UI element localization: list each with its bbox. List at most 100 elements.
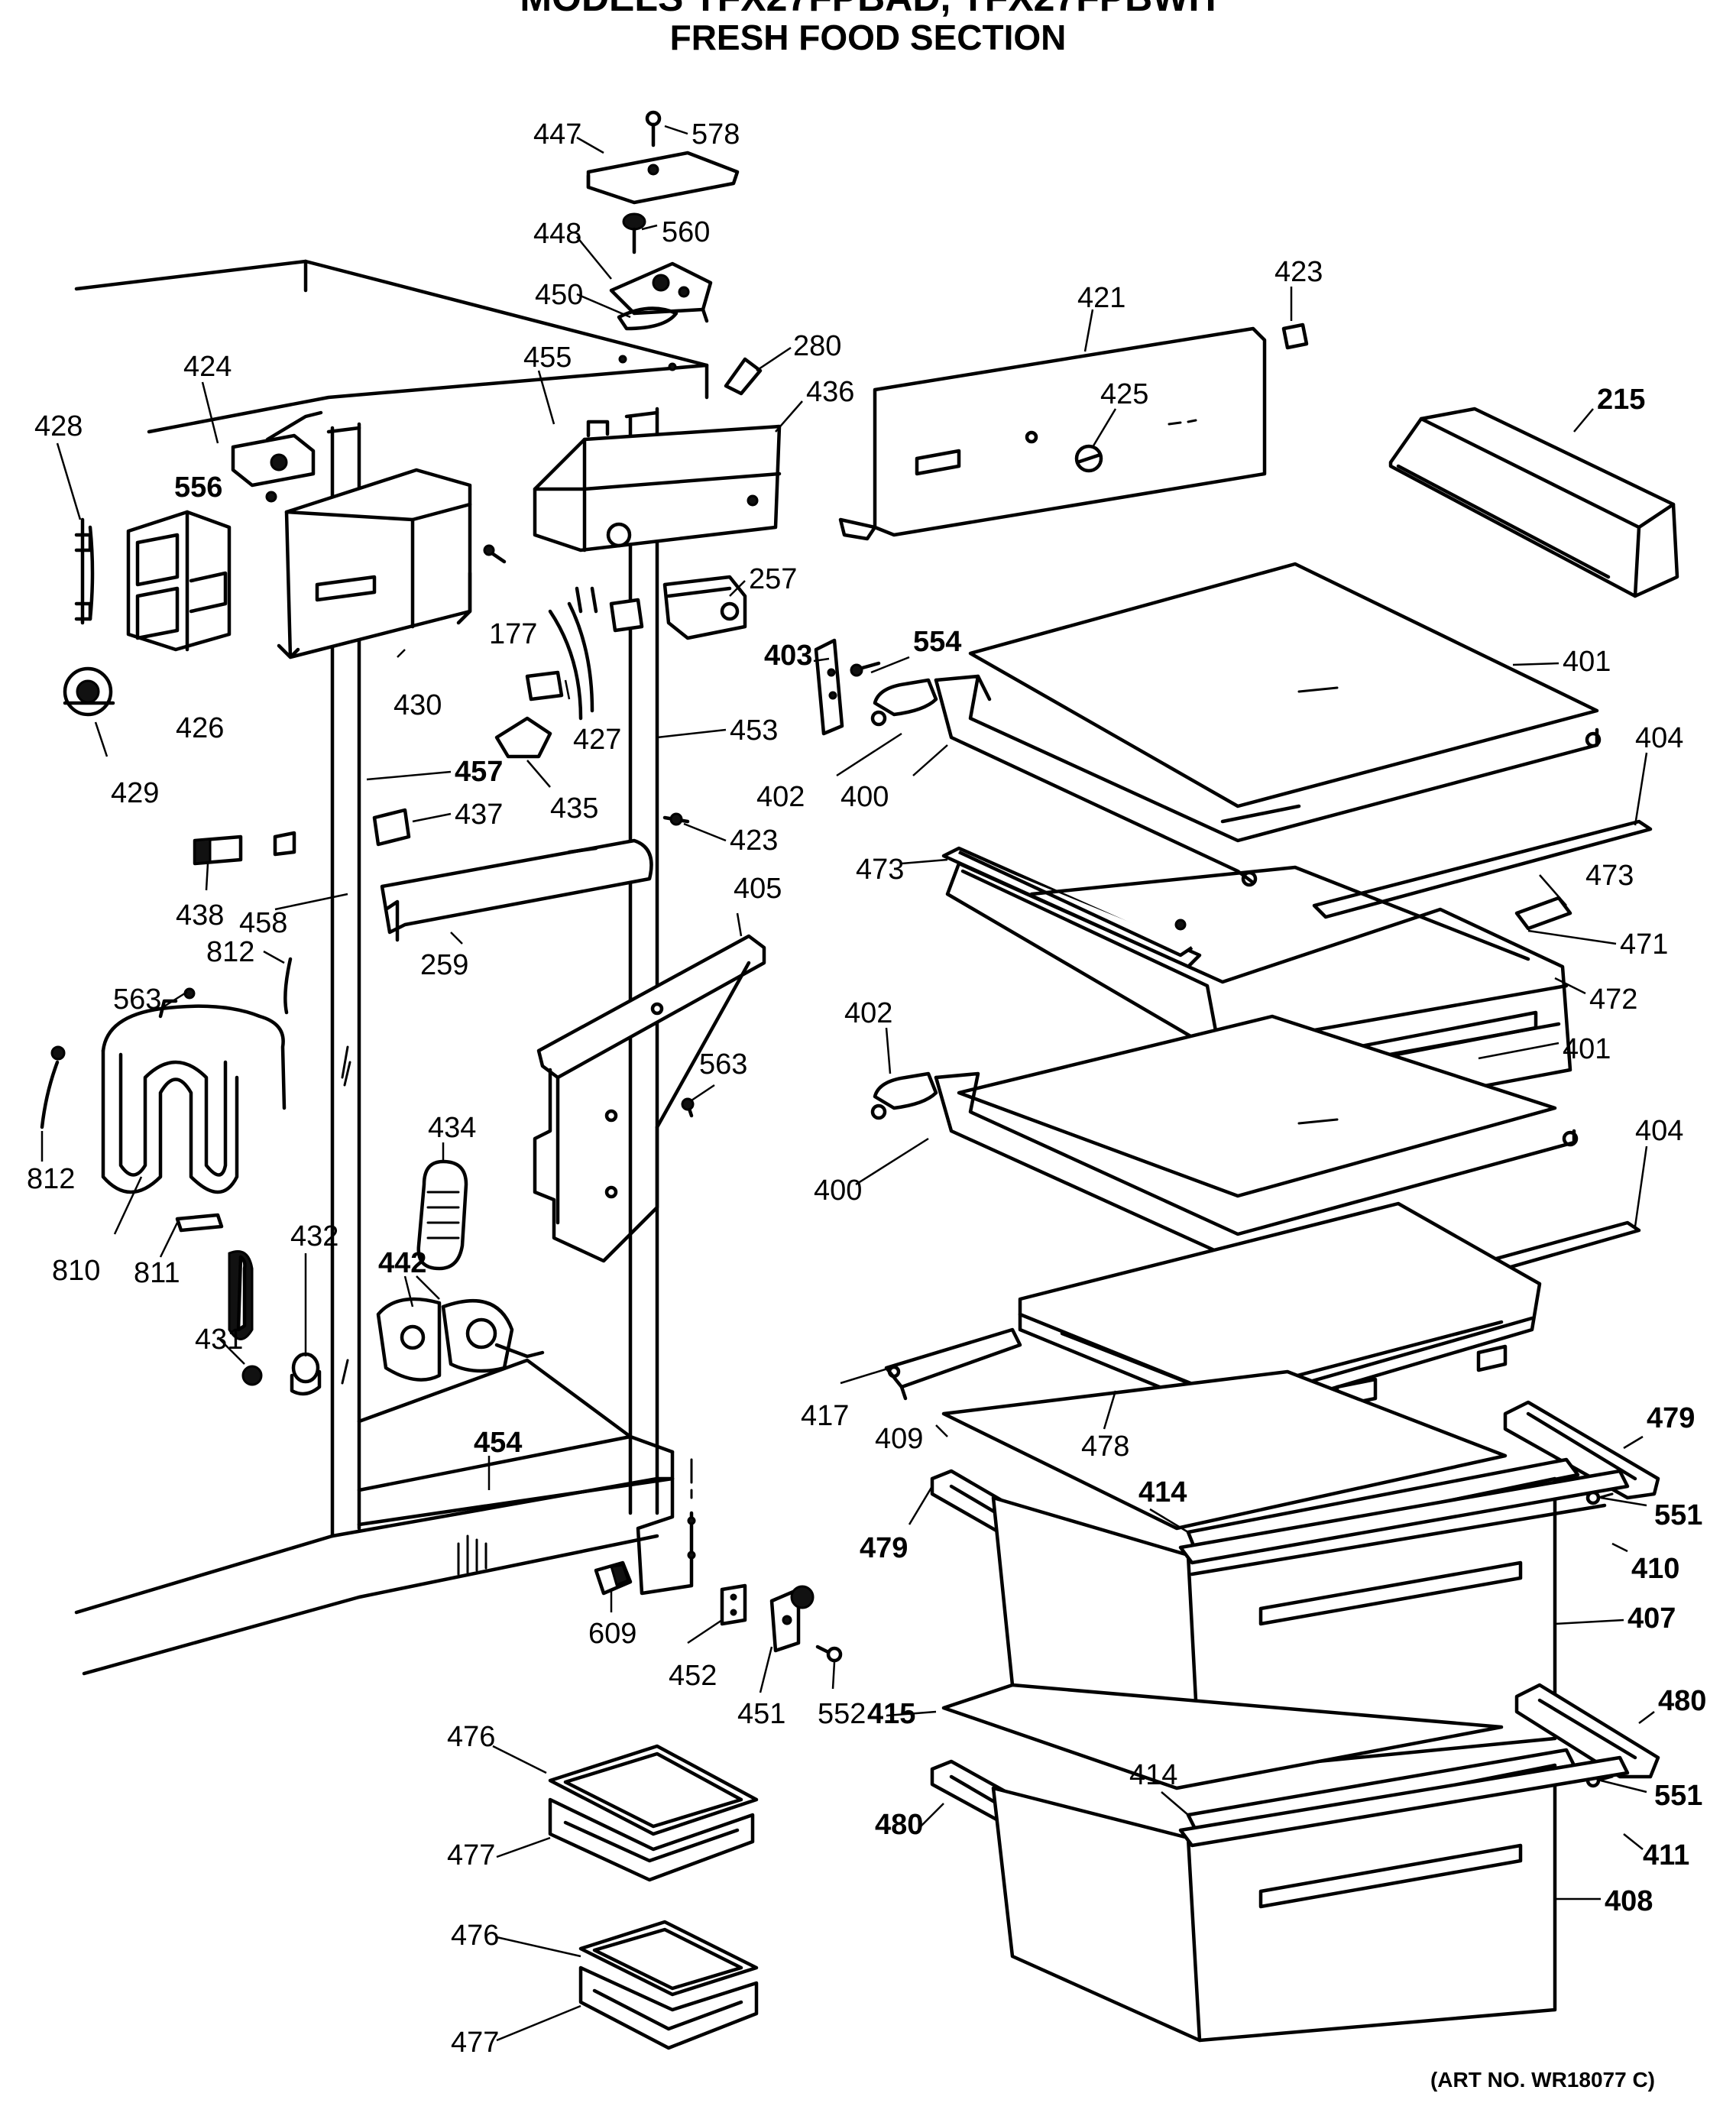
part-404-trim-upper	[1312, 819, 1653, 919]
callout-457: 457	[455, 756, 503, 788]
callout-409: 409	[875, 1423, 923, 1455]
part-451-hinge	[769, 1585, 815, 1653]
part-432-bushing	[290, 1352, 322, 1396]
callout-452: 452	[669, 1660, 717, 1692]
part-452-plate	[720, 1583, 747, 1626]
callout-451: 451	[737, 1698, 785, 1730]
callout-478: 478	[1081, 1431, 1129, 1463]
callout-554: 554	[913, 626, 961, 658]
callout-473-left: 473	[856, 854, 904, 886]
part-431-grommet	[228, 1250, 263, 1386]
callout-411: 411	[1643, 1839, 1689, 1871]
callout-552: 552	[818, 1698, 866, 1730]
part-280-clip	[724, 357, 763, 396]
part-259-light-shield	[380, 838, 653, 942]
callout-551-lower: 551	[1654, 1780, 1702, 1812]
callout-454: 454	[474, 1427, 522, 1459]
callout-812-upper: 812	[206, 936, 254, 968]
part-424-thermostat	[231, 410, 323, 488]
callout-455: 455	[523, 342, 572, 374]
callout-476-upper: 476	[447, 1721, 495, 1753]
callout-448: 448	[533, 218, 581, 250]
part-450-gasket	[617, 306, 679, 331]
snack-pan-upper	[548, 1744, 759, 1882]
part-437-plug	[372, 808, 411, 847]
part-810-heater	[101, 999, 287, 1194]
part-402-bracket-lower	[870, 1071, 938, 1120]
part-429-light-socket	[63, 666, 115, 717]
callout-476-lower: 476	[451, 1920, 499, 1952]
callout-430: 430	[394, 689, 442, 721]
callout-560: 560	[662, 216, 710, 248]
callout-450: 450	[535, 279, 583, 311]
part-427-wiring-harness	[525, 586, 644, 721]
callout-410: 410	[1631, 1553, 1679, 1585]
part-447-cover	[586, 151, 740, 205]
part-430-control-housing	[277, 468, 472, 659]
part-410-front-trim	[1178, 1469, 1630, 1565]
art-number: (ART NO. WR18077 C)	[1430, 2068, 1655, 2092]
title-block: MODELS TFX27FPBAD, TFX27FPBWH FRESH FOOD…	[0, 0, 1736, 58]
part-417-slide	[884, 1327, 1022, 1401]
callout-427: 427	[573, 724, 621, 756]
part-423b-fastener	[662, 812, 690, 826]
callout-473-right: 473	[1585, 860, 1634, 892]
callout-437: 437	[455, 799, 503, 831]
callout-401-upper: 401	[1563, 646, 1611, 678]
part-215-bin	[1388, 407, 1679, 598]
callout-407: 407	[1628, 1602, 1676, 1635]
part-578-screw	[645, 110, 662, 147]
shelf-upper-frame-400	[934, 674, 1602, 887]
callout-429: 429	[111, 777, 159, 809]
callout-609: 609	[588, 1618, 636, 1650]
callout-259: 259	[420, 949, 468, 981]
callout-400-lower: 400	[814, 1175, 862, 1207]
callout-811: 811	[134, 1257, 180, 1289]
callout-477-lower: 477	[451, 2027, 499, 2059]
callout-423-mid: 423	[730, 825, 778, 857]
part-812b-drain-tube	[40, 1045, 66, 1129]
callout-480-right: 480	[1658, 1685, 1706, 1717]
callout-414-lower: 414	[1129, 1759, 1177, 1791]
callout-428: 428	[34, 410, 83, 442]
part-423a-bulb	[1281, 322, 1309, 350]
title-models: MODELS TFX27FPBAD, TFX27FPBWH	[0, 0, 1736, 17]
part-421-trim-panel	[838, 326, 1267, 541]
part-552-screw	[815, 1644, 843, 1663]
callout-401-lower: 401	[1563, 1033, 1611, 1065]
part-434-light-lens	[416, 1159, 468, 1271]
part-471-cover	[1029, 865, 1530, 961]
part-435-switch	[494, 716, 552, 759]
callout-215: 215	[1597, 384, 1645, 416]
shelf-upper-glass-401	[968, 562, 1599, 808]
part-438-plug	[193, 834, 243, 866]
callout-447: 447	[533, 118, 581, 151]
callout-405: 405	[734, 873, 782, 905]
label-square	[273, 831, 296, 857]
callout-labels: 447 578 448 560 450 421 423 280 424 455 …	[27, 118, 1706, 2059]
part-473-rails	[941, 846, 1572, 969]
part-554-screw	[850, 661, 881, 677]
callout-280: 280	[793, 330, 841, 362]
callout-438: 438	[176, 899, 224, 932]
callout-417: 417	[801, 1400, 849, 1432]
callout-423-top: 423	[1274, 256, 1323, 288]
callout-442: 442	[378, 1247, 426, 1279]
part-448-bracket	[609, 261, 713, 323]
callout-425: 425	[1100, 378, 1148, 410]
callout-480-left: 480	[875, 1809, 923, 1841]
callout-477-upper: 477	[447, 1839, 495, 1871]
callout-402-upper: 402	[756, 781, 805, 813]
title-section: FRESH FOOD SECTION	[669, 18, 1067, 57]
part-257-timer	[662, 575, 747, 640]
callout-426: 426	[176, 712, 224, 744]
part-812-drain-tube	[283, 957, 293, 1015]
callout-431: 431	[195, 1324, 243, 1356]
shelf-lower-glass-401	[957, 1014, 1557, 1198]
cabinet-liner	[74, 259, 709, 1676]
callout-472: 472	[1589, 983, 1637, 1016]
callout-257: 257	[749, 563, 797, 595]
part-415-glass	[941, 1683, 1504, 1790]
callout-436: 436	[806, 376, 854, 408]
